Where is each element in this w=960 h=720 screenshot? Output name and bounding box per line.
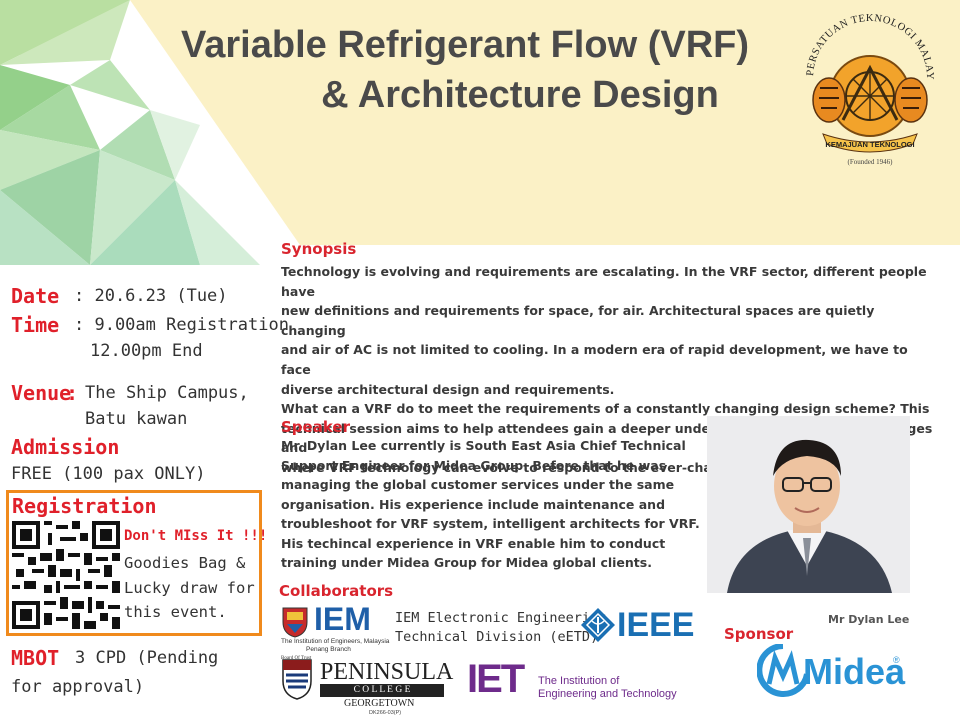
speaker-photo (707, 416, 910, 593)
peninsula-city: GEORGETOWN (344, 698, 415, 709)
iet-logo-text: IET (467, 657, 525, 701)
ptm-logo: PERSATUAN TEKNOLOGI MALAYSIA KEMAJUAN TE… (795, 8, 934, 166)
synopsis-line: What can a VRF do to meet the requiremen… (281, 401, 930, 417)
venue-label: Venue (11, 381, 72, 405)
iet-line-1: The Institution of (538, 675, 620, 687)
speaker-bio: Mr. Dylan Lee currently is South East As… (281, 436, 701, 573)
sponsor-heading: Sponsor (724, 625, 794, 643)
iem-logo-text: IEM (314, 601, 371, 637)
venue-line-1: The Ship Campus, (85, 383, 249, 403)
mbot-label: MBOT (11, 646, 60, 670)
venue-colon: : (66, 381, 79, 405)
registration-label: Registration (12, 494, 157, 518)
etd-line-1: IEM Electronic Engineering (395, 610, 607, 626)
mbot-value-2: for approval) (11, 677, 145, 697)
time-value: : 9.00am Registration (74, 315, 289, 335)
midea-swoosh-icon (757, 644, 809, 697)
peninsula-crest-icon (282, 659, 312, 700)
speaker-caption: Mr Dylan Lee (828, 613, 910, 626)
midea-reg-mark: ® (893, 655, 900, 665)
ieee-diamond-icon (581, 608, 615, 642)
title-line-2: & Architecture Design (321, 74, 719, 116)
synopsis-line: new definitions and requirements for spa… (281, 303, 875, 338)
promo-line-3: Lucky draw for (124, 579, 255, 597)
ptm-founded: (Founded 1946) (848, 158, 894, 166)
mbot-value: 3 CPD (Pending (75, 648, 219, 668)
venue-line-2: Batu kawan (85, 409, 188, 429)
peninsula-top-text: Board Of Trust (281, 656, 312, 661)
speaker-line: training under Midea Group for Midea glo… (281, 555, 652, 570)
etd-line-2: Technical Division (eETD) (395, 629, 599, 645)
synopsis-line: Technology is evolving and requirements … (281, 264, 927, 299)
qr-code-icon[interactable] (12, 521, 120, 629)
speaker-line: Mr. Dylan Lee currently is South East As… (281, 438, 686, 453)
ptm-ribbon-text: KEMAJUAN TEKNOLOGI (825, 140, 914, 149)
speaker-line: organisation. His experience include mai… (281, 496, 666, 512)
promo-line-4: this event. (124, 603, 227, 621)
speaker-heading: Speaker (281, 418, 350, 436)
iet-line-2: Engineering and Technology (538, 688, 677, 700)
synopsis-line: and air of AC is not limited to cooling.… (281, 342, 908, 377)
time-label: Time (11, 313, 60, 337)
speaker-line: His techincal experience in VRF enable h… (281, 535, 666, 551)
date-value: : 20.6.23 (Tue) (74, 286, 228, 306)
peninsula-college-band: C O L L E G E (320, 684, 444, 697)
speaker-line: managing the global customer services un… (281, 477, 675, 492)
speaker-line: troubleshoot for VRF system, intelligent… (281, 516, 700, 531)
synopsis-heading: Synopsis (281, 240, 357, 258)
promo-line-2: Goodies Bag & (124, 554, 246, 572)
midea-logo-text: Midea (803, 651, 906, 692)
ieee-logo-text: IEEE (617, 606, 695, 644)
time-value-end: 12.00pm End (90, 341, 203, 361)
title-line-1: Variable Refrigerant Flow (VRF) (181, 24, 749, 66)
synopsis-line: diverse architectural design and require… (281, 381, 615, 397)
iem-subtitle: The Institution of Engineers, Malaysia (281, 638, 390, 645)
collaborators-heading: Collaborators (279, 582, 394, 600)
iem-branch: Penang Branch (306, 646, 351, 653)
admission-label: Admission (11, 435, 120, 459)
iem-crest-icon (282, 607, 308, 638)
speaker-line: Support Engineer for Midea Group. Before… (281, 457, 667, 473)
registration-box (6, 490, 262, 636)
peninsula-name: PENINSULA (320, 659, 454, 685)
promo-headline: Don't MIss It !!! (124, 528, 268, 544)
date-label: Date (11, 284, 60, 308)
synopsis-body: Technology is evolving and requirements … (281, 262, 941, 478)
peninsula-code: DK266-03(P) (369, 710, 402, 716)
speaker-portrait (707, 416, 910, 593)
admission-value: FREE (100 pax ONLY) (11, 464, 206, 484)
